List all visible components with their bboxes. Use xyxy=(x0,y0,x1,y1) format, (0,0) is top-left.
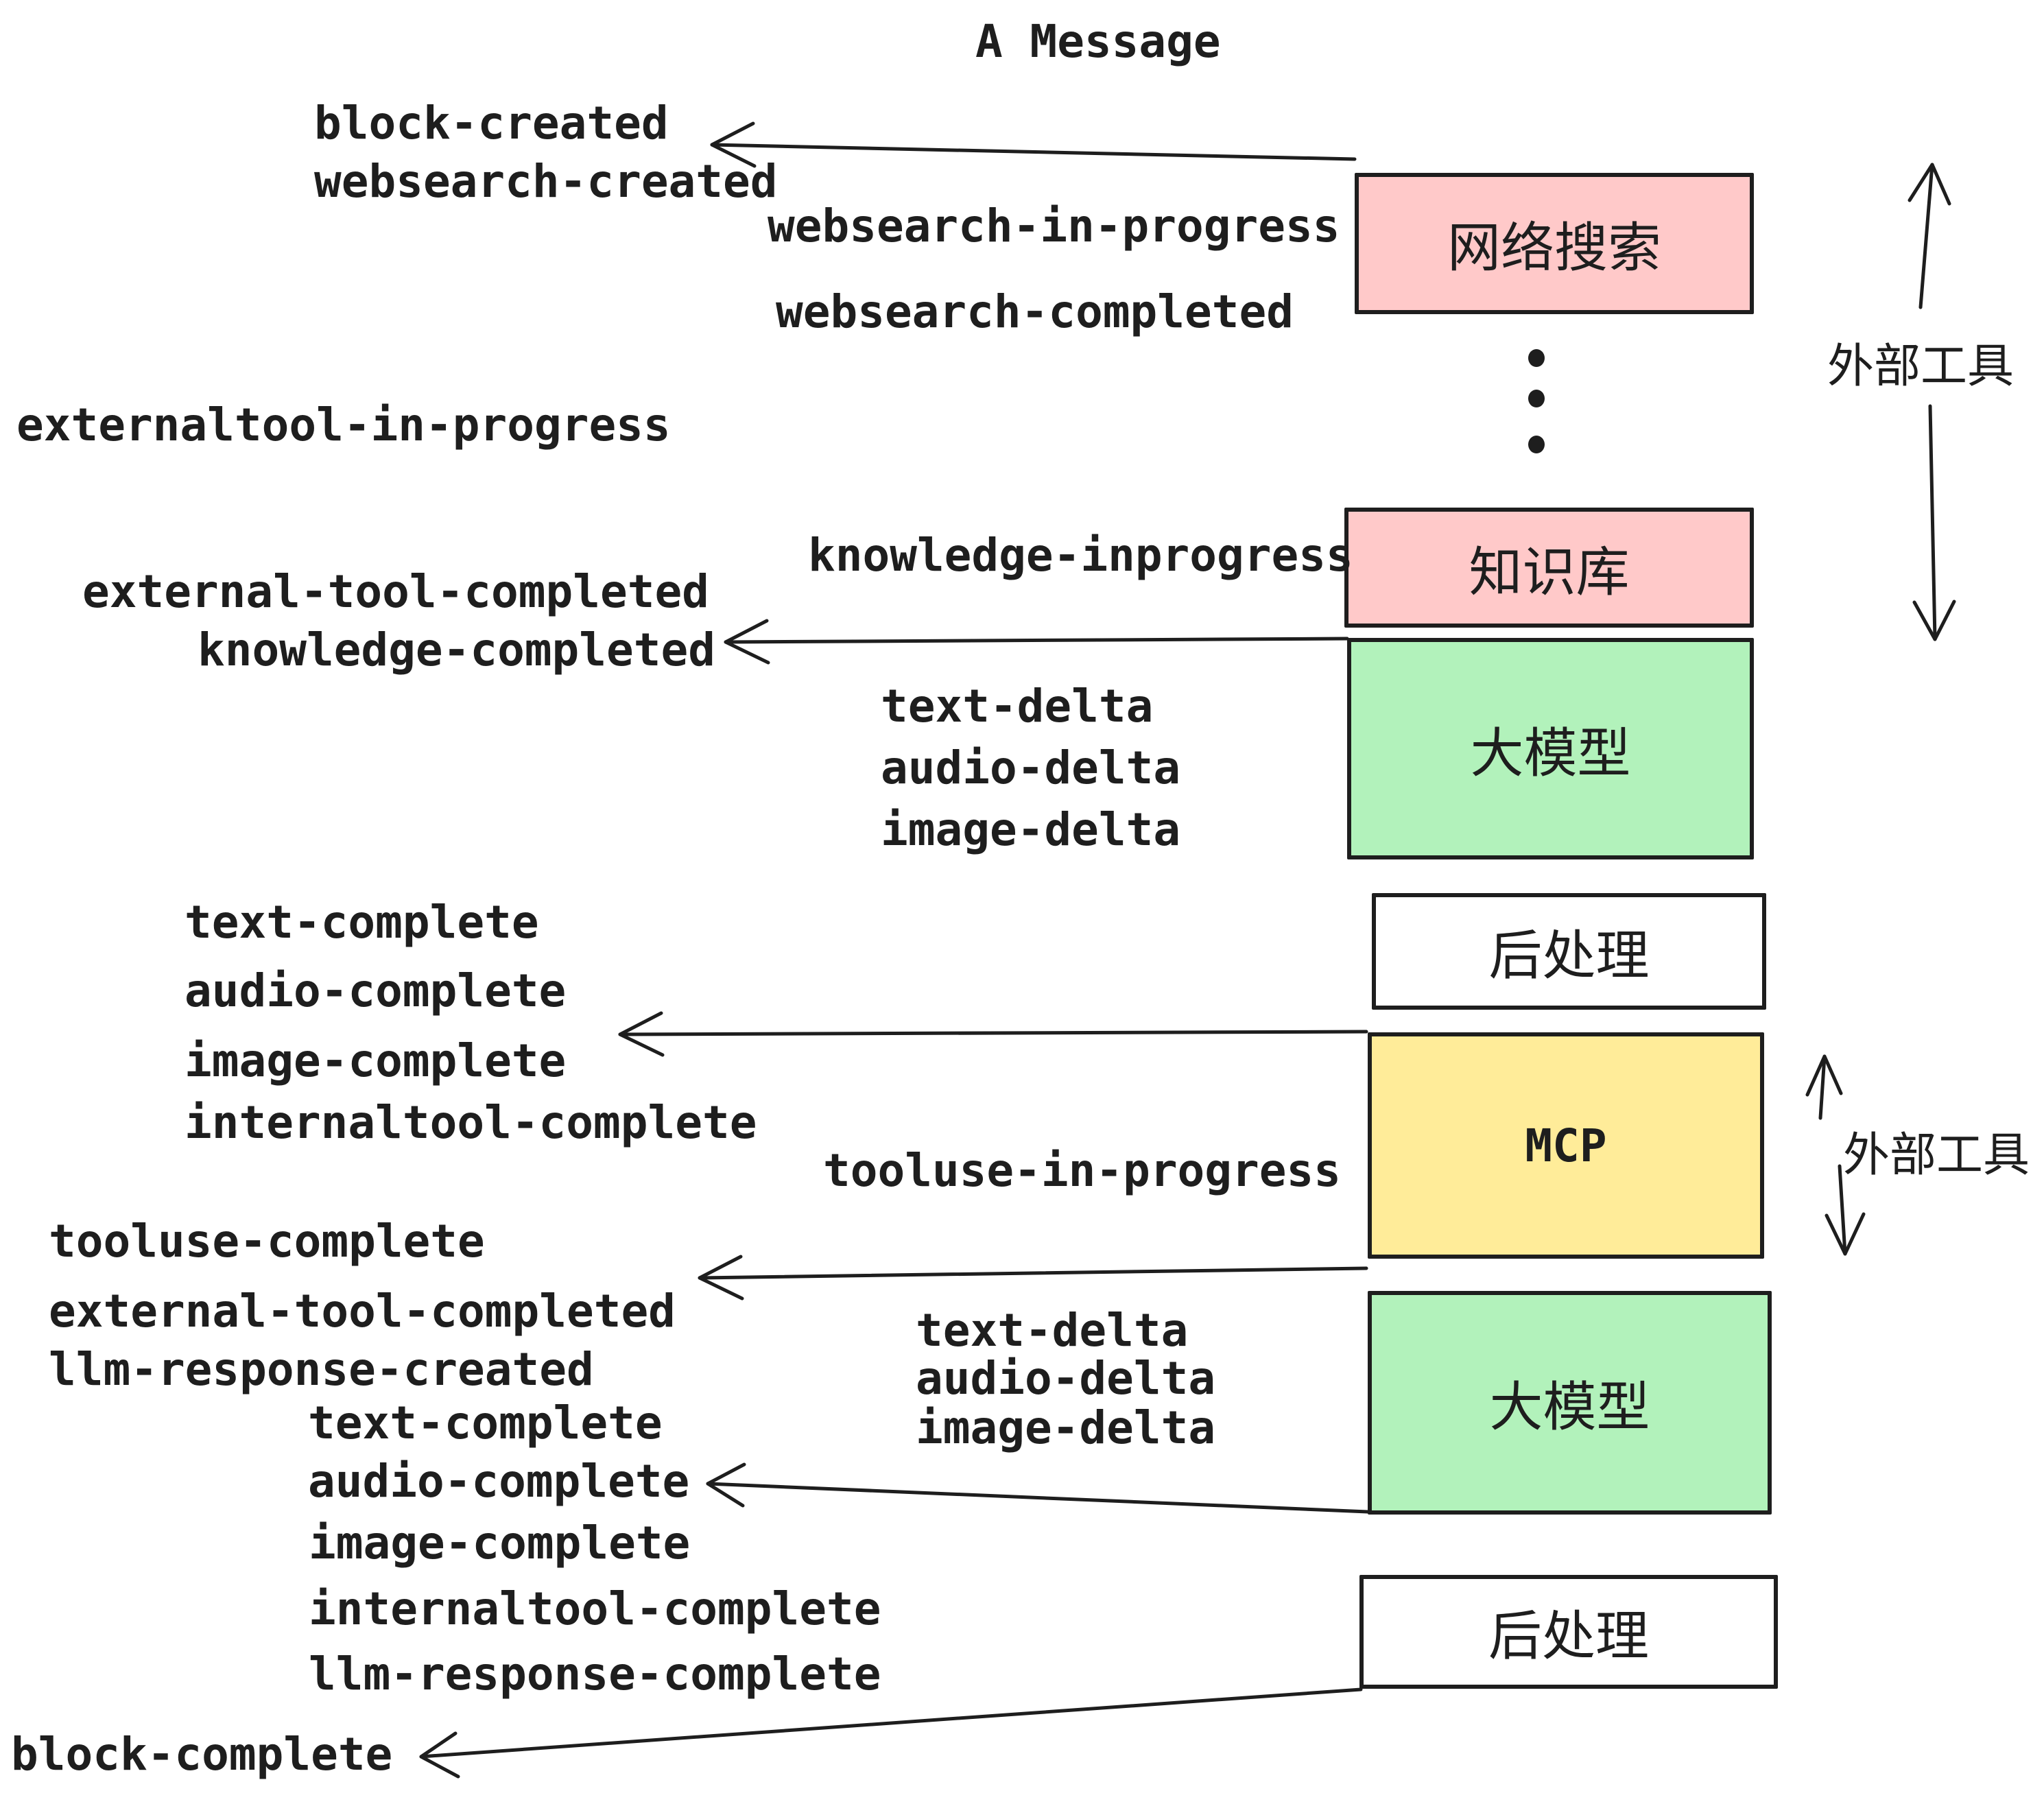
arrow-block-complete-head xyxy=(419,1731,460,1779)
arrow-block-created xyxy=(710,143,1357,161)
arrow-external-down-1-head xyxy=(1912,600,1956,641)
event-websearch-completed: websearch-completed xyxy=(776,285,1294,338)
arrow-tooluse-complete xyxy=(698,1266,1368,1280)
event-image-delta-1: image-delta xyxy=(881,803,1181,856)
box-llm-2: 大模型 xyxy=(1368,1291,1772,1515)
box-post-2-label: 后处理 xyxy=(1488,1606,1649,1666)
event-text-complete-2: text-complete xyxy=(308,1397,663,1449)
event-tooluse-in-progress: tooluse-in-progress xyxy=(823,1144,1341,1197)
event-text-delta-1: text-delta xyxy=(881,680,1154,733)
event-image-delta-2: image-delta xyxy=(916,1401,1216,1454)
event-knowledge-inprogress: knowledge-inprogress xyxy=(808,529,1353,582)
external-tools-label-1: 外部工具 xyxy=(1827,340,2015,392)
arrow-external-up-1-head xyxy=(1908,163,1951,206)
arrow-knowledge-completed xyxy=(724,637,1349,644)
external-tools-label-2: 外部工具 xyxy=(1843,1129,2030,1181)
event-audio-delta-1: audio-delta xyxy=(881,741,1181,794)
diagram-title: A Message xyxy=(975,15,1221,68)
arrow-tooluse-complete-head xyxy=(698,1255,744,1301)
arrow-audio-complete xyxy=(706,1482,1370,1514)
arrow-external-up-2-head xyxy=(1805,1054,1843,1097)
event-external-tool-completed: external-tool-completed xyxy=(82,565,709,618)
arrow-knowledge-completed-head xyxy=(724,619,770,665)
event-audio-complete-1: audio-complete xyxy=(185,964,567,1017)
arrow-external-up-1 xyxy=(1918,163,1934,309)
box-websearch-label: 网络搜索 xyxy=(1447,217,1661,278)
event-websearch-in-progress: websearch-in-progress xyxy=(768,200,1340,252)
box-mcp: MCP xyxy=(1368,1032,1764,1259)
box-llm-2-label: 大模型 xyxy=(1489,1377,1650,1437)
event-externaltool-in-progress: externaltool-in-progress xyxy=(16,399,671,451)
box-llm-1: 大模型 xyxy=(1347,638,1754,859)
event-audio-complete-2: audio-complete xyxy=(308,1455,690,1508)
arrow-external-down-1 xyxy=(1928,404,1937,641)
event-block-created: block-created xyxy=(314,97,669,150)
event-llm-response-complete: llm-response-complete xyxy=(309,1648,881,1700)
box-post-1-label: 后处理 xyxy=(1488,925,1650,986)
arrow-audio-complete-head xyxy=(706,1462,746,1508)
arrow-external-up-2 xyxy=(1818,1054,1827,1120)
arrow-block-complete xyxy=(419,1687,1363,1759)
event-llm-response-created: llm-response-created xyxy=(49,1343,594,1396)
box-llm-1-label: 大模型 xyxy=(1470,722,1631,783)
box-knowledge: 知识库 xyxy=(1344,508,1754,628)
event-audio-delta-2: audio-delta xyxy=(916,1352,1216,1405)
arrow-block-created-head xyxy=(710,121,757,168)
arrow-image-complete xyxy=(618,1030,1368,1036)
box-websearch: 网络搜索 xyxy=(1355,173,1754,314)
box-post-1: 后处理 xyxy=(1372,893,1766,1010)
box-knowledge-label: 知识库 xyxy=(1469,541,1630,602)
event-text-delta-2: text-delta xyxy=(916,1304,1189,1357)
arrow-external-down-2-head xyxy=(1825,1212,1866,1256)
arrow-external-down-2 xyxy=(1838,1164,1847,1256)
event-knowledge-completed: knowledge-completed xyxy=(198,624,715,676)
box-post-2: 后处理 xyxy=(1359,1575,1778,1689)
event-internaltool-complete-1: internaltool-complete xyxy=(185,1096,757,1149)
event-text-complete-1: text-complete xyxy=(185,896,539,949)
event-external-tool-completed-2: external-tool-completed xyxy=(49,1285,676,1338)
event-tooluse-complete: tooluse-complete xyxy=(49,1215,485,1268)
event-websearch-created: websearch-created xyxy=(314,155,778,208)
arrow-image-complete-head xyxy=(618,1011,665,1057)
event-image-complete-2: image-complete xyxy=(309,1517,691,1569)
event-image-complete-1: image-complete xyxy=(185,1034,567,1087)
box-mcp-label: MCP xyxy=(1525,1119,1607,1172)
event-block-complete: block-complete xyxy=(11,1728,393,1781)
event-internaltool-complete-2: internaltool-complete xyxy=(309,1582,881,1635)
